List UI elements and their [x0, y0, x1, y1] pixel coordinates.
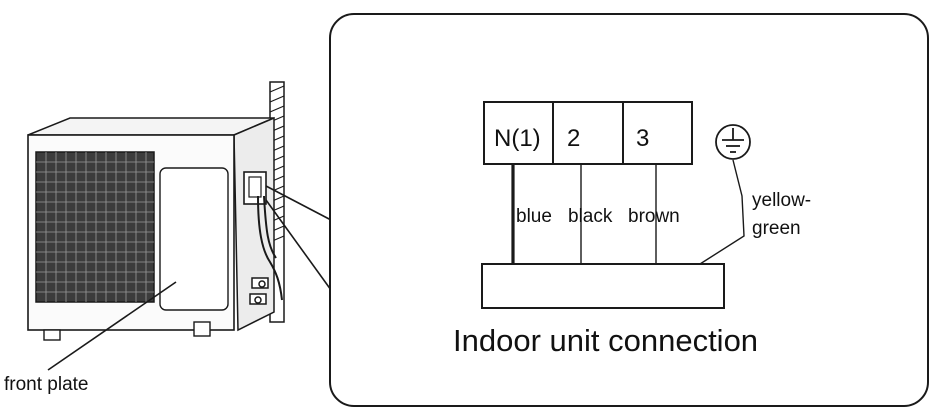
wire-yellow-green — [699, 159, 745, 265]
zoom-leader-top — [265, 185, 332, 221]
indoor-unit-terminal-bar — [481, 263, 725, 309]
front-plate-label: front plate — [4, 374, 89, 395]
terminal-label: 2 — [567, 125, 580, 152]
wire-color-label: brown — [628, 206, 680, 227]
earth-ground-icon — [715, 124, 751, 160]
ground-wire-label: yellow- — [752, 190, 811, 211]
diagram-caption: Indoor unit connection — [453, 323, 758, 358]
zoom-leader-bottom — [265, 199, 332, 291]
wire-color-label: black — [568, 206, 613, 227]
wire-color-label: blue — [516, 206, 552, 227]
terminal-label: N(1) — [494, 125, 541, 152]
terminal-block: N(1) 2 3 — [483, 101, 693, 165]
front-plate-leader-line — [47, 281, 177, 371]
terminal-label: 3 — [636, 125, 649, 152]
front-plate-panel — [159, 167, 229, 311]
detail-callout-box — [329, 13, 929, 407]
outdoor-unit-illustration — [27, 81, 285, 341]
ground-wire-label: green — [752, 218, 801, 239]
